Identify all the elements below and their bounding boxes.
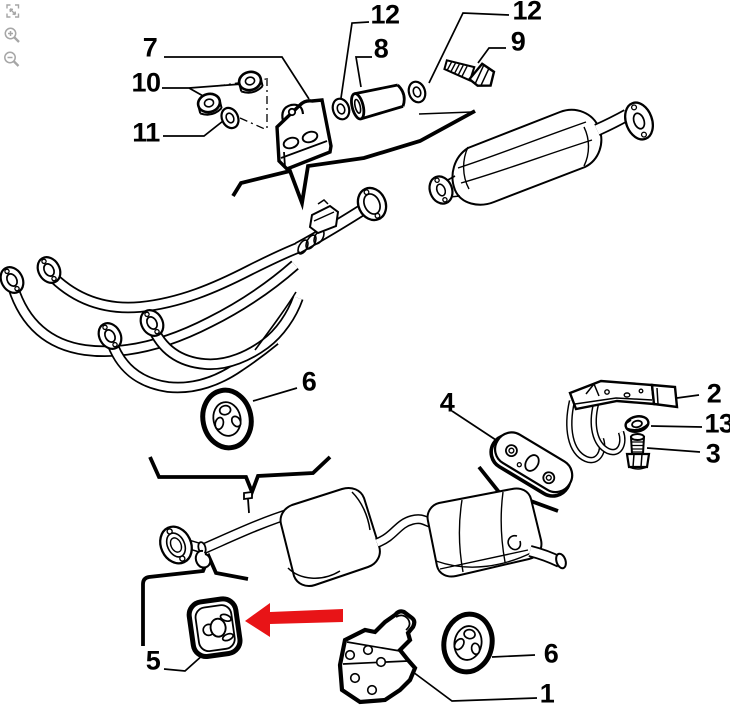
leader-7 bbox=[164, 56, 310, 100]
callout-10: 10 bbox=[131, 67, 161, 98]
callout-8: 8 bbox=[373, 33, 389, 64]
leader-1 bbox=[412, 671, 538, 702]
callout-7: 7 bbox=[142, 32, 158, 63]
callout-6-lower: 6 bbox=[543, 638, 559, 669]
callout-5: 5 bbox=[145, 645, 161, 676]
part-6-ring-lower bbox=[439, 610, 496, 675]
cat-outlet-flange bbox=[624, 101, 654, 141]
callout-12-left: 12 bbox=[370, 0, 400, 30]
callout-6-upper: 6 bbox=[301, 366, 317, 397]
leader-13 bbox=[650, 425, 703, 428]
zoom-in-icon bbox=[4, 27, 20, 43]
pointer-top-group bbox=[231, 109, 476, 211]
leader-6-lower bbox=[491, 654, 536, 658]
leader-12-right bbox=[428, 12, 510, 84]
center-muffler bbox=[279, 487, 381, 587]
leader-11 bbox=[163, 120, 224, 137]
callout-4: 4 bbox=[439, 387, 455, 418]
part-8-spacer-tube bbox=[350, 83, 406, 121]
leader-6-upper bbox=[252, 387, 298, 402]
part-10-nut-a bbox=[235, 68, 265, 97]
pipe-bracket bbox=[308, 199, 340, 235]
callout-9: 9 bbox=[510, 26, 526, 57]
callout-11: 11 bbox=[132, 117, 160, 148]
part-7-bracket bbox=[275, 98, 333, 171]
callout-12-right: 12 bbox=[512, 0, 542, 26]
callout-13: 13 bbox=[704, 408, 730, 439]
leader-12-left bbox=[340, 21, 370, 99]
leader-8 bbox=[354, 56, 372, 88]
part-6-ring-upper bbox=[197, 386, 256, 453]
viewer-controls bbox=[2, 1, 24, 71]
part-5-mount bbox=[186, 596, 243, 660]
leader-4 bbox=[451, 410, 500, 443]
part-9-bolt bbox=[443, 59, 496, 87]
part-1-bracket bbox=[337, 609, 418, 705]
zoom-out-icon bbox=[4, 51, 20, 67]
zoom-out-button[interactable] bbox=[2, 51, 24, 71]
callout-2: 2 bbox=[706, 378, 722, 409]
fit-to-screen-icon bbox=[6, 4, 20, 18]
rear-muffler bbox=[426, 487, 543, 578]
downpipe-outlet-flange bbox=[356, 186, 388, 222]
cat-inlet-flange bbox=[428, 175, 454, 205]
fit-to-screen-button[interactable] bbox=[2, 1, 24, 21]
part-3-bolt bbox=[625, 433, 651, 470]
downpipe-assembly bbox=[0, 186, 388, 394]
leader-9 bbox=[477, 47, 506, 64]
hanger-pin bbox=[243, 490, 253, 514]
catalytic-converter bbox=[428, 101, 654, 206]
muffler-inlet-flange bbox=[159, 525, 193, 565]
manifold-flange-1 bbox=[0, 261, 29, 299]
leader-2 bbox=[676, 394, 700, 399]
pipe-hook bbox=[194, 549, 212, 569]
part-12-washer-left bbox=[329, 95, 353, 123]
leader-3 bbox=[646, 447, 701, 453]
part-4-pad bbox=[489, 431, 574, 498]
part-10-nut-b bbox=[194, 90, 224, 119]
muffler-assembly bbox=[159, 487, 567, 587]
pointer-center-muffler bbox=[148, 455, 332, 498]
part-13-nut bbox=[624, 415, 650, 433]
highlight-arrow bbox=[245, 603, 343, 637]
part-2-bracket bbox=[566, 379, 679, 464]
callout-leader-lines bbox=[162, 12, 703, 702]
callout-3: 3 bbox=[705, 438, 721, 469]
exhaust-tip bbox=[555, 552, 567, 570]
zoom-in-button[interactable] bbox=[2, 26, 24, 46]
leader-5 bbox=[163, 653, 205, 672]
callout-1: 1 bbox=[539, 678, 555, 709]
part-12-washer-right bbox=[405, 78, 429, 106]
